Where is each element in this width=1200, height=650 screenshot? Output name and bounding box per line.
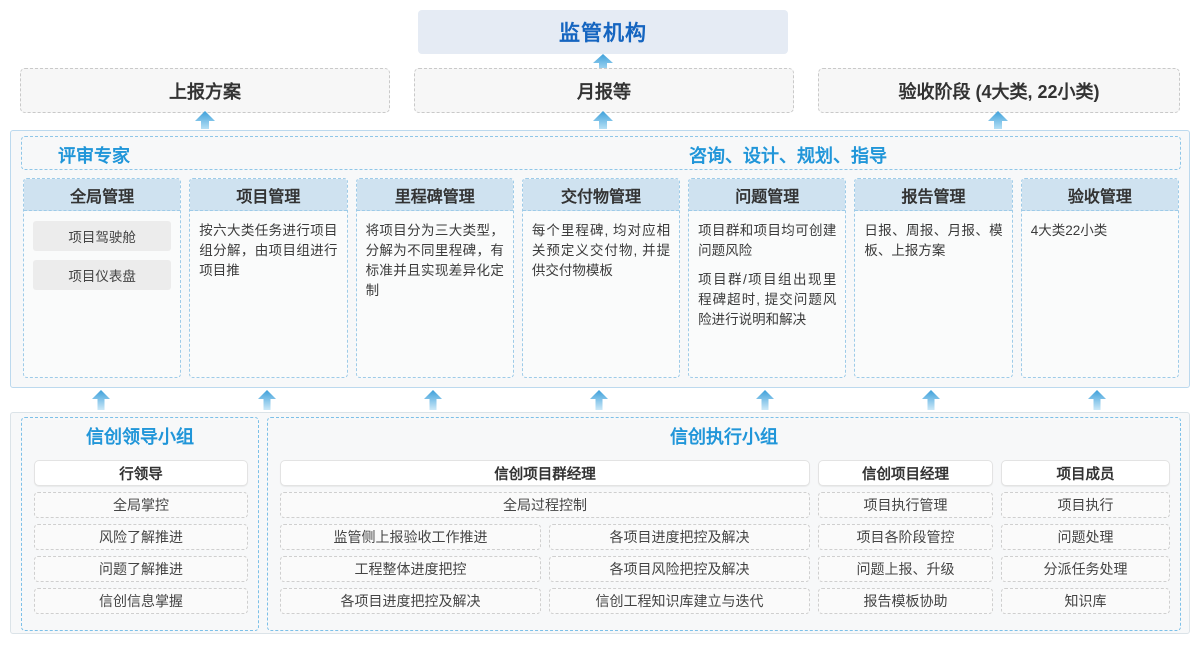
report-box-label: 验收阶段 (4大类, 22小类) <box>898 81 1100 102</box>
column-title: 全局管理 <box>24 179 181 211</box>
arrow-up-column-3 <box>424 390 442 415</box>
report-box-acceptance[interactable]: 验收阶段 (4大类, 22小类) <box>818 68 1180 113</box>
column-description: 日报、周报、月报、模板、上报方案 <box>864 223 1003 258</box>
report-row: 上报方案 月报等 验收阶段 (4大类, 22小类) <box>0 68 1200 113</box>
arrow-up-column-2 <box>258 390 276 415</box>
role-item[interactable]: 分派任务处理 <box>1001 556 1170 582</box>
group-execution: 信创执行小组 信创项目群经理 全局过程控制 监管侧上报验收工作推进 工程整体进度… <box>267 417 1181 631</box>
bottom-panel: 信创领导小组 行领导 全局掌控 风险了解推进 问题了解推进 信创信息掌握 信创执… <box>10 412 1190 634</box>
role-item[interactable]: 报告模板协助 <box>818 588 993 614</box>
column-description-secondary: 项目群/项目组出现里程碑超时, 提交问题风险进行说明和解决 <box>698 272 837 327</box>
program-manager-grid-right: 各项目进度把控及解决 各项目风险把控及解决 信创工程知识库建立与迭代 <box>549 524 810 620</box>
role-item[interactable]: 项目执行管理 <box>818 492 993 518</box>
role-item[interactable]: 信创工程知识库建立与迭代 <box>549 588 810 614</box>
column-title: 报告管理 <box>855 179 1012 211</box>
role-item[interactable]: 监管侧上报验收工作推进 <box>280 524 541 550</box>
report-box-label: 月报等 <box>577 81 631 102</box>
column-description: 每个里程碑, 均对应相关预定义交付物, 并提供交付物模板 <box>531 223 671 278</box>
role-title: 信创项目经理 <box>818 460 993 486</box>
column-milestone-management[interactable]: 里程碑管理 将项目分为三大类型，分解为不同里程碑，有标准并且实现差异化定制 <box>355 178 514 378</box>
role-item[interactable]: 问题上报、升级 <box>818 556 993 582</box>
role-column-bank-leader: 行领导 全局掌控 风险了解推进 问题了解推进 信创信息掌握 <box>34 460 248 614</box>
role-item[interactable]: 信创信息掌握 <box>34 588 248 614</box>
role-item[interactable]: 各项目进度把控及解决 <box>549 524 810 550</box>
role-item[interactable]: 问题了解推进 <box>34 556 248 582</box>
role-item[interactable]: 问题处理 <box>1001 524 1170 550</box>
column-title: 问题管理 <box>689 179 846 211</box>
middle-panel: 评审专家 咨询、设计、规划、指导 全局管理 项目驾驶舱 项目仪表盘 项目管理 按… <box>10 130 1190 388</box>
arrow-up-to-monthly <box>593 111 613 134</box>
program-manager-grid: 监管侧上报验收工作推进 工程整体进度把控 各项目进度把控及解决 各项目进度把控及… <box>280 524 810 620</box>
column-deliverable-management[interactable]: 交付物管理 每个里程碑, 均对应相关预定义交付物, 并提供交付物模板 <box>521 178 681 378</box>
arrow-up-column-1 <box>92 390 110 415</box>
role-item-full[interactable]: 全局过程控制 <box>280 492 810 518</box>
arrow-up-column-5 <box>756 390 774 415</box>
management-columns: 全局管理 项目驾驶舱 项目仪表盘 项目管理 按六大类任务进行项目组分解，由项目组… <box>23 178 1179 378</box>
role-column-program-manager: 信创项目群经理 全局过程控制 监管侧上报验收工作推进 工程整体进度把控 各项目进… <box>280 460 810 620</box>
column-title: 项目管理 <box>190 179 347 211</box>
arrow-up-to-acceptance <box>988 111 1008 134</box>
arrow-up-column-4 <box>590 390 608 415</box>
column-description: 项目群和项目均可创建问题风险 <box>698 223 837 258</box>
arrow-up-column-7 <box>1088 390 1106 415</box>
role-item[interactable]: 各项目风险把控及解决 <box>549 556 810 582</box>
group-leadership: 信创领导小组 行领导 全局掌控 风险了解推进 问题了解推进 信创信息掌握 <box>21 417 259 631</box>
program-manager-grid-left: 监管侧上报验收工作推进 工程整体进度把控 各项目进度把控及解决 <box>280 524 541 620</box>
arrow-up-to-upload-plan <box>195 111 215 134</box>
role-title: 行领导 <box>34 460 248 486</box>
column-issue-management[interactable]: 问题管理 项目群和项目均可创建问题风险 项目群/项目组出现里程碑超时, 提交问题… <box>688 178 847 378</box>
role-item[interactable]: 全局掌控 <box>34 492 248 518</box>
column-report-management[interactable]: 报告管理 日报、周报、月报、模板、上报方案 <box>854 178 1013 378</box>
column-title: 里程碑管理 <box>356 179 513 211</box>
column-acceptance-management[interactable]: 验收管理 4大类22小类 <box>1020 178 1179 378</box>
column-description: 将项目分为三大类型，分解为不同里程碑，有标准并且实现差异化定制 <box>365 223 504 298</box>
regulator-label: 监管机构 <box>559 22 647 45</box>
arrow-up-to-regulator <box>593 54 613 75</box>
middle-banner: 评审专家 咨询、设计、规划、指导 <box>21 136 1181 170</box>
role-title: 项目成员 <box>1001 460 1170 486</box>
group-title: 信创执行小组 <box>670 427 778 447</box>
column-title: 交付物管理 <box>522 179 680 211</box>
report-box-label: 上报方案 <box>169 81 241 102</box>
role-column-project-manager: 信创项目经理 项目执行管理 项目各阶段管控 问题上报、升级 报告模板协助 <box>818 460 993 614</box>
column-pill[interactable]: 项目驾驶舱 <box>33 221 172 251</box>
arrow-up-column-6 <box>922 390 940 415</box>
column-global-management[interactable]: 全局管理 项目驾驶舱 项目仪表盘 <box>23 178 182 378</box>
column-pill[interactable]: 项目仪表盘 <box>33 260 172 290</box>
report-box-upload-plan[interactable]: 上报方案 <box>20 68 390 113</box>
role-item[interactable]: 项目执行 <box>1001 492 1170 518</box>
role-column-project-member: 项目成员 项目执行 问题处理 分派任务处理 知识库 <box>1001 460 1170 614</box>
column-description: 按六大类任务进行项目组分解，由项目组进行项目推 <box>199 223 338 278</box>
column-title: 验收管理 <box>1021 179 1178 211</box>
regulator-box: 监管机构 <box>418 10 788 54</box>
role-item[interactable]: 知识库 <box>1001 588 1170 614</box>
role-item[interactable]: 各项目进度把控及解决 <box>280 588 541 614</box>
role-item[interactable]: 工程整体进度把控 <box>280 556 541 582</box>
role-title: 信创项目群经理 <box>280 460 810 486</box>
column-description: 4大类22小类 <box>1030 223 1108 238</box>
group-title: 信创领导小组 <box>86 427 194 447</box>
report-box-monthly[interactable]: 月报等 <box>414 68 794 113</box>
column-project-management[interactable]: 项目管理 按六大类任务进行项目组分解，由项目组进行项目推 <box>189 178 348 378</box>
banner-label-review-experts: 评审专家 <box>58 146 130 166</box>
banner-label-consulting: 咨询、设计、规划、指导 <box>689 146 887 166</box>
role-item[interactable]: 风险了解推进 <box>34 524 248 550</box>
role-item[interactable]: 项目各阶段管控 <box>818 524 993 550</box>
